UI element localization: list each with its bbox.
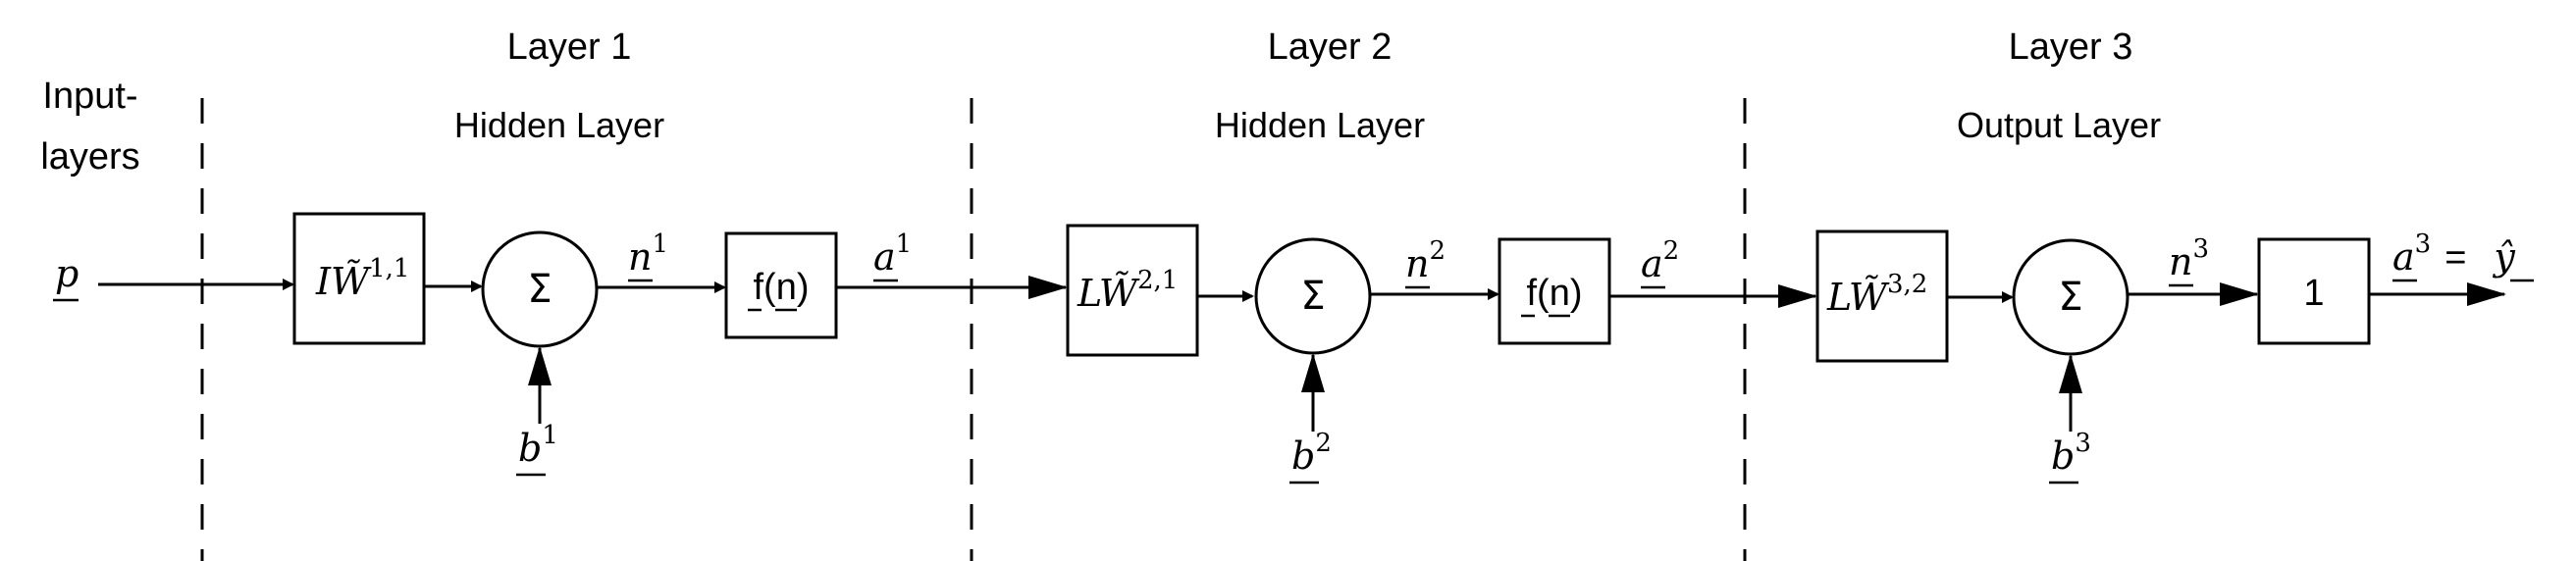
weight-iw11-label: IW̃1,1 — [315, 254, 409, 303]
transfer-fn-block-1 — [724, 231, 838, 339]
bias-b3-label: b3 — [2051, 429, 2091, 478]
output-layer-label: Output Layer — [1957, 105, 2161, 145]
weight-lw21-label: LW̃2,1 — [1077, 266, 1178, 315]
input-layers-label-line2: layers — [40, 136, 139, 178]
signal-n1-label: n1 — [628, 230, 668, 279]
bias-b1-label: b1 — [518, 421, 558, 470]
layer-1-title: Layer 1 — [507, 26, 632, 68]
signal-n2-label: n2 — [1405, 236, 1446, 285]
weight-lw32-label: LW̃3,2 — [1826, 270, 1927, 319]
hidden-layer-2-label: Hidden Layer — [1215, 105, 1425, 145]
signal-a2-label: a2 — [1641, 236, 1679, 285]
weight-block-lw32 — [1815, 230, 1949, 363]
input-p-label: p — [55, 252, 79, 295]
hidden-layer-1-label: Hidden Layer — [454, 105, 664, 145]
transfer-fn-1-label: f(n) — [754, 267, 810, 308]
layer-3-title: Layer 3 — [2009, 26, 2133, 68]
output-equation: a3=ŷ — [2392, 230, 2515, 279]
bias-b2-label: b2 — [1291, 429, 1332, 478]
layer-2-title: Layer 2 — [1268, 26, 1393, 68]
weight-block-lw21 — [1066, 224, 1199, 357]
weight-block-iw11 — [292, 212, 426, 345]
sum-1-symbol: Σ — [527, 267, 552, 312]
output-fn-label: 1 — [2303, 273, 2324, 314]
signal-a1-label: a1 — [873, 230, 912, 279]
input-layers-label-line1: Input- — [42, 76, 137, 117]
transfer-fn-block-2 — [1498, 237, 1611, 345]
sum-2-symbol: Σ — [1300, 274, 1325, 319]
output-fn-block — [2257, 237, 2371, 345]
transfer-fn-2-label: f(n) — [1527, 273, 1583, 314]
signal-n3-label: n3 — [2169, 234, 2209, 283]
sum-3-symbol: Σ — [2058, 275, 2082, 320]
